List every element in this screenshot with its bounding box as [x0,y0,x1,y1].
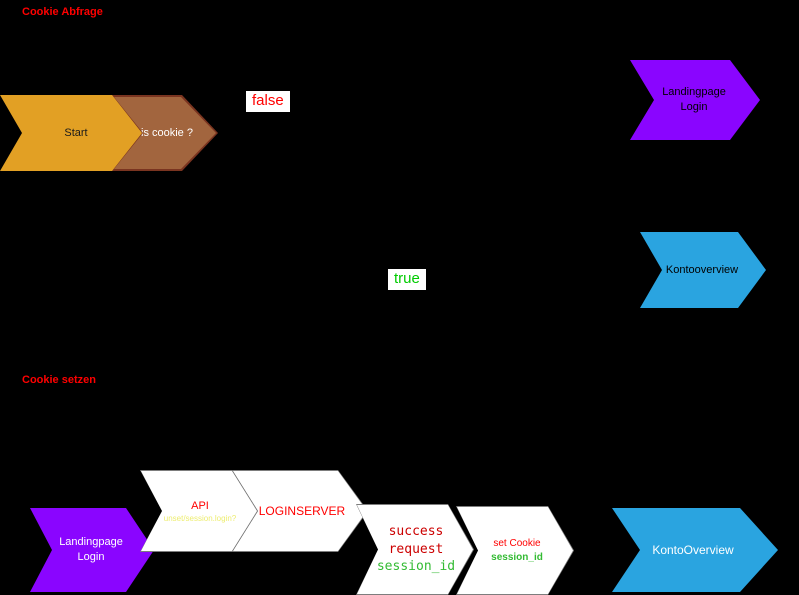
node-success-line2: request [388,541,444,557]
node-success-request-body: success request session_id [357,505,473,594]
node-loginserver-label: LOGINSERVER [258,504,346,518]
node-landingpage-login-top-line2: Login [680,101,708,113]
node-loginserver: LOGINSERVER [232,470,368,552]
node-landingpage-login-bottom-line2: Login [77,551,105,563]
node-kontooverview-final-label: KontoOverview [652,543,734,557]
node-landingpage-login-bottom-line1: Landingpage [59,536,123,549]
section-title-cookie-query: Cookie Abfrage [22,6,103,18]
node-set-cookie: set Cookie session_id [456,506,574,595]
branch-label-false: false [246,91,290,112]
node-success-line3: session_id [376,559,456,575]
node-api-body: API unset/session.login? [141,471,257,551]
node-landingpage-login-bottom: Landingpage Login [30,508,154,592]
node-landingpage-login-top: Landingpage Login [630,60,760,140]
node-kontooverview: Kontooverview [640,232,766,308]
node-kontooverview-final: KontoOverview [612,508,778,592]
node-kontooverview-label: Kontooverview [665,264,739,276]
branch-label-true: true [388,269,426,290]
node-set-cookie-line1: set Cookie [493,537,541,549]
node-success-line1: success [388,524,444,540]
node-api-sublabel: unset/session.login? [163,513,237,523]
node-is-cookie-label: is cookie ? [141,127,193,139]
node-api-label: API [191,499,209,512]
section-title-cookie-set: Cookie setzen [22,374,96,386]
node-start-label: Start [64,127,88,139]
node-set-cookie-body: set Cookie session_id [457,507,573,594]
node-set-cookie-line2: session_id [491,551,543,563]
node-landingpage-login-top-line1: Landingpage [662,86,726,99]
node-success-request: success request session_id [356,504,474,595]
